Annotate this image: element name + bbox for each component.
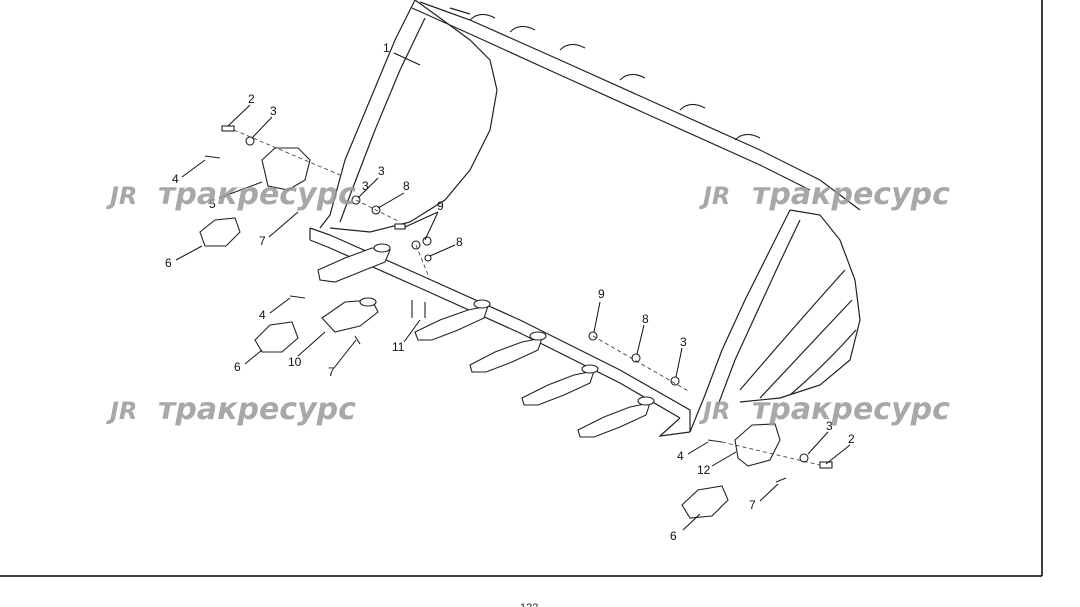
adapter-row — [317, 243, 655, 438]
watermark-text: тракресурс — [158, 392, 356, 427]
callout-label: 4 — [259, 308, 266, 322]
watermark-text: тракресурс — [752, 177, 950, 212]
callout-labels: 1 2 3 3 4 5 6 7 3 8 9 8 4 6 10 7 11 9 8 … — [165, 41, 855, 543]
callout-label: 9 — [437, 199, 444, 213]
callout-label: 2 — [248, 92, 255, 106]
watermark-text: тракресурс — [158, 177, 356, 212]
watermark-top-left: ЈR тракресурс — [106, 177, 356, 212]
callout-label: 8 — [642, 312, 649, 326]
watermark-logo: ЈR — [106, 397, 137, 425]
callout-label: 2 — [848, 432, 855, 446]
page-number: 122 — [520, 602, 538, 607]
assembly-lines — [233, 129, 821, 466]
callout-label: 6 — [670, 529, 677, 543]
callout-label: 10 — [288, 355, 302, 369]
exploded-parts — [199, 125, 833, 519]
callout-label: 11 — [392, 340, 405, 354]
page-border — [0, 0, 1043, 577]
callout-label: 7 — [259, 234, 266, 248]
callout-label: 1 — [383, 41, 390, 55]
callout-label: 3 — [270, 104, 277, 118]
callout-label: 6 — [234, 360, 241, 374]
callout-label: 4 — [677, 449, 684, 463]
watermark-logo: ЈR — [699, 397, 730, 425]
callout-label: 3 — [826, 419, 833, 433]
callout-label: 8 — [456, 235, 463, 249]
callout-label: 3 — [378, 164, 385, 178]
callout-label: 3 — [362, 179, 369, 193]
watermark-top-right: ЈR тракресурс — [699, 177, 950, 212]
callout-label: 8 — [403, 179, 410, 193]
callout-label: 5 — [209, 197, 216, 211]
callout-label: 6 — [165, 256, 172, 270]
watermark-bottom-left: ЈR тракресурс — [106, 392, 356, 427]
callout-label: 12 — [697, 463, 711, 477]
watermark-text: тракресурс — [752, 392, 950, 427]
callout-label: 4 — [172, 172, 179, 186]
callout-label: 7 — [328, 365, 335, 379]
callout-label: 7 — [749, 498, 756, 512]
callout-label: 9 — [598, 287, 605, 301]
watermark-logo: ЈR — [106, 182, 137, 210]
watermark-bottom-right: ЈR тракресурс — [699, 392, 950, 427]
leader-lines — [175, 52, 851, 531]
watermark-logo: ЈR — [699, 182, 730, 210]
callout-label: 3 — [680, 335, 687, 349]
